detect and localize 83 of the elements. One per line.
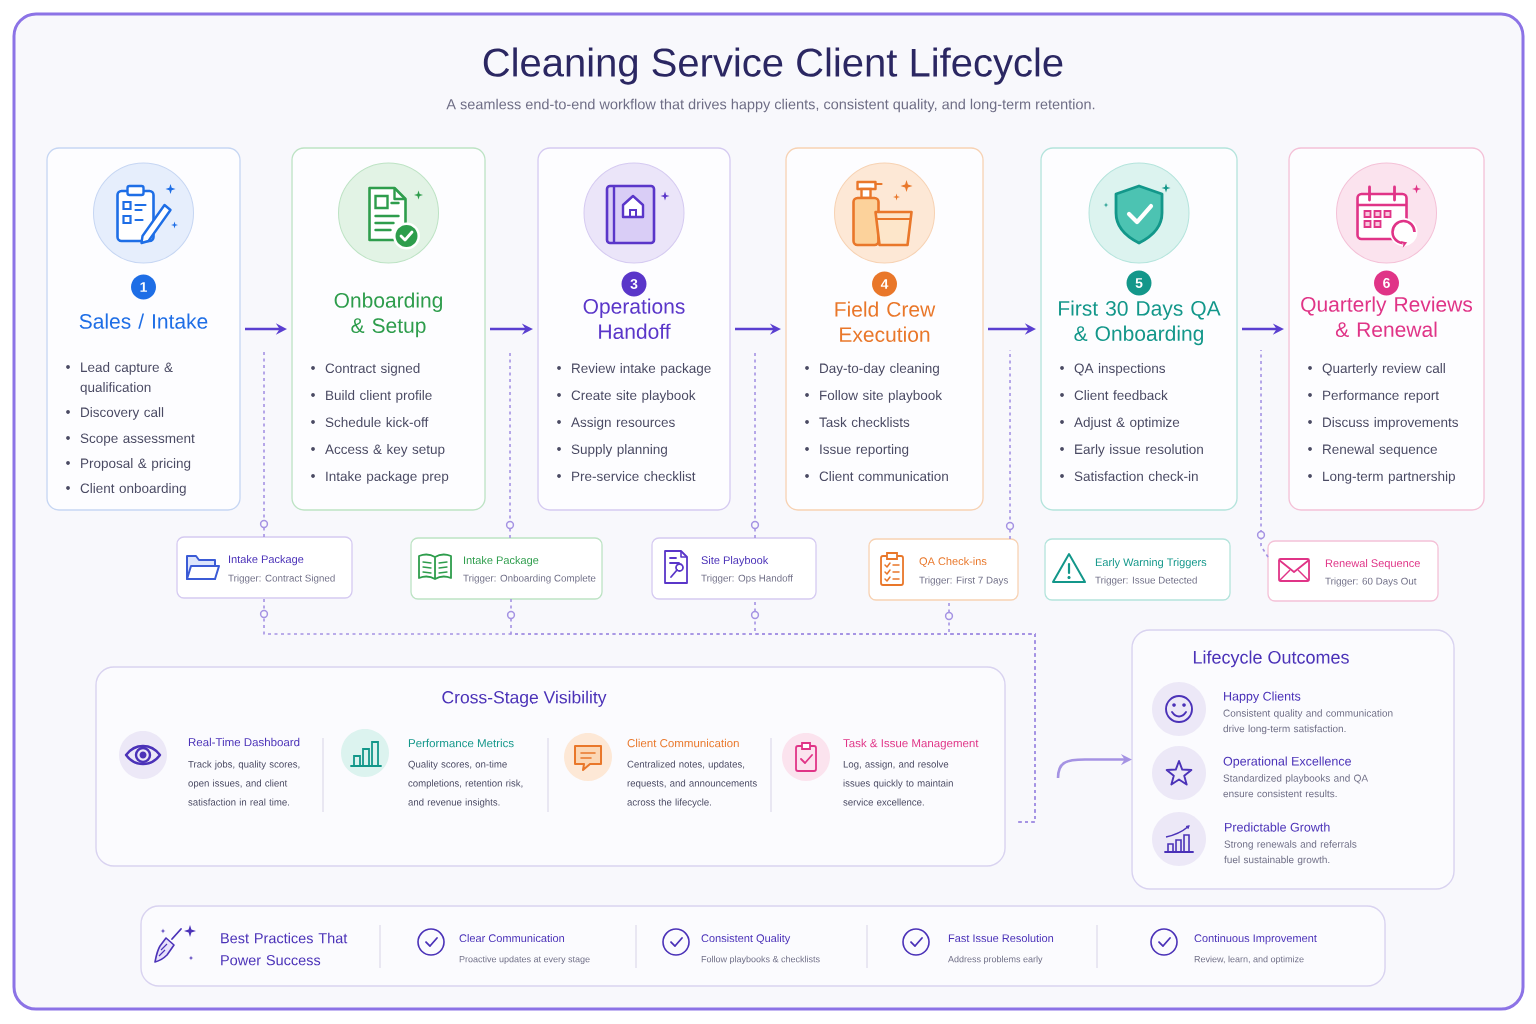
artifact-title: Intake Package bbox=[464, 556, 539, 567]
artifact-title: Site Playbook bbox=[701, 556, 769, 567]
feature-description: Log, assign, and resolve issues quickly to maintain service excellence. bbox=[843, 760, 953, 806]
practice-title: Clear Communication bbox=[459, 934, 564, 943]
practice-description: Address problems early bbox=[948, 955, 1043, 965]
feature-description: Quality scores, on-time completions, retention risk, and revenue insights. bbox=[408, 760, 523, 808]
list-item: QA inspections bbox=[1074, 363, 1166, 376]
trigger-text: Trigger: Ops Handoff bbox=[701, 574, 793, 584]
list-item: Scope assessment bbox=[80, 433, 195, 446]
outcome-title: Happy Clients bbox=[1224, 691, 1301, 704]
outcome-title: Operational Excellence bbox=[1223, 756, 1351, 769]
practice-title: Continuous Improvement bbox=[1194, 934, 1317, 945]
list-item: Create site playbook bbox=[571, 390, 696, 403]
stage-title: Operations Handoff bbox=[583, 298, 685, 340]
trigger-text: Trigger: Issue Detected bbox=[1095, 576, 1197, 586]
list-item: Quarterly review call bbox=[1322, 363, 1445, 376]
practice-title: Fast Issue Resolution bbox=[948, 934, 1054, 943]
panel-title: Lifecycle Outcomes bbox=[1193, 650, 1349, 668]
outcome-description: Consistent quality and communication drive long-term satisfaction. bbox=[1223, 709, 1393, 735]
list-item: Supply planning bbox=[571, 444, 667, 457]
step-badge: 5 bbox=[1126, 270, 1152, 296]
stage-title: Quarterly Reviews & Renewal bbox=[1301, 296, 1473, 338]
stage-title: Onboarding & Setup bbox=[334, 292, 442, 338]
list-item: Assign resources bbox=[571, 417, 675, 430]
step-badge: 3 bbox=[621, 271, 647, 297]
artifact-title: Intake Package bbox=[229, 555, 304, 566]
list-item: Client feedback bbox=[1074, 390, 1168, 401]
practice-title: Consistent Quality bbox=[701, 934, 791, 945]
list-item: Performance report bbox=[1323, 390, 1439, 403]
list-item: Discuss improvements bbox=[1323, 417, 1458, 430]
feature-title: Real-Time Dashboard bbox=[188, 737, 300, 747]
list-item: Pre-service checklist bbox=[572, 471, 696, 482]
artifact-title: QA Check-ins bbox=[919, 557, 987, 568]
practice-description: Proactive updates at every stage bbox=[459, 955, 590, 965]
panel-title: Cross-Stage Visibility bbox=[442, 690, 607, 707]
artifact-title: Renewal Sequence bbox=[1325, 559, 1420, 570]
trigger-text: Trigger: Onboarding Complete bbox=[463, 574, 596, 584]
list-item: Issue reporting bbox=[820, 444, 909, 457]
list-item: Discovery call bbox=[81, 407, 164, 420]
practice-description: Review, learn, and optimize bbox=[1194, 955, 1304, 965]
list-item: Follow site playbook bbox=[820, 390, 943, 403]
list-item: Long-term partnership bbox=[1323, 471, 1455, 484]
list-item: Review intake package bbox=[572, 363, 711, 376]
list-item: Proposal & pricing bbox=[81, 458, 191, 471]
list-item: Intake package prep bbox=[326, 471, 449, 484]
list-item: Adjust & optimize bbox=[1074, 417, 1180, 430]
list-item: Client communication bbox=[819, 471, 948, 482]
dashed-connector bbox=[1009, 349, 1011, 540]
list-item: Client onboarding bbox=[80, 483, 186, 496]
feature-title: Client Communication bbox=[627, 738, 739, 748]
artifact-title: Early Warning Triggers bbox=[1095, 558, 1207, 569]
panel-title: Best Practices That Power Success bbox=[221, 932, 348, 966]
list-item: Early issue resolution bbox=[1075, 444, 1203, 457]
list-item: Build client profile bbox=[326, 390, 432, 403]
stage-title: First 30 Days QA & Onboarding bbox=[1059, 300, 1221, 346]
outcome-description: Strong renewals and referrals fuel sustainable growth. bbox=[1224, 840, 1357, 866]
trigger-text: Trigger: First 7 Days bbox=[919, 576, 1008, 586]
feature-description: Track jobs, quality scores, open issues, and client satisfaction in real time. bbox=[188, 760, 300, 806]
list-item: Access & key setup bbox=[325, 444, 445, 457]
list-item: Satisfaction check-in bbox=[1074, 471, 1198, 482]
list-item: Schedule kick-off bbox=[325, 417, 429, 428]
list-item: Contract signed bbox=[325, 363, 420, 376]
list-item: Day-to-day cleaning bbox=[820, 363, 939, 376]
feature-title: Performance Metrics bbox=[408, 738, 514, 748]
trigger-text: Trigger: Contract Signed bbox=[228, 574, 335, 584]
step-badge: 1 bbox=[131, 274, 156, 300]
step-badge: 4 bbox=[872, 271, 897, 297]
feature-title: Task & Issue Management bbox=[843, 738, 979, 750]
outcome-description: Standardized playbooks and QA ensure consistent results. bbox=[1223, 774, 1369, 798]
step-badge: 6 bbox=[1374, 270, 1399, 296]
list-item: Task checklists bbox=[819, 417, 910, 428]
stage-title: Field Crew Execution bbox=[835, 301, 936, 343]
feature-description: Centralized notes, updates, requests, and announcements across the lifecycle. bbox=[627, 760, 757, 808]
trigger-text: Trigger: 60 Days Out bbox=[1325, 577, 1417, 587]
list-item: Renewal sequence bbox=[1323, 444, 1437, 457]
dashed-connector bbox=[1260, 349, 1269, 558]
diagram-title: Cleaning Service Client Lifecycle bbox=[483, 47, 1063, 85]
outcome-title: Predictable Growth bbox=[1225, 822, 1330, 832]
subtitle: A seamless end-to-end workflow that drives happy clients, consistent quality, and long-term retention. bbox=[446, 98, 1095, 113]
list-item: Lead capture & qualification bbox=[80, 362, 173, 395]
stage-title: Sales / Intake bbox=[79, 313, 208, 329]
practice-description: Follow playbooks & checklists bbox=[701, 955, 820, 965]
dashed-connector bbox=[263, 349, 265, 538]
